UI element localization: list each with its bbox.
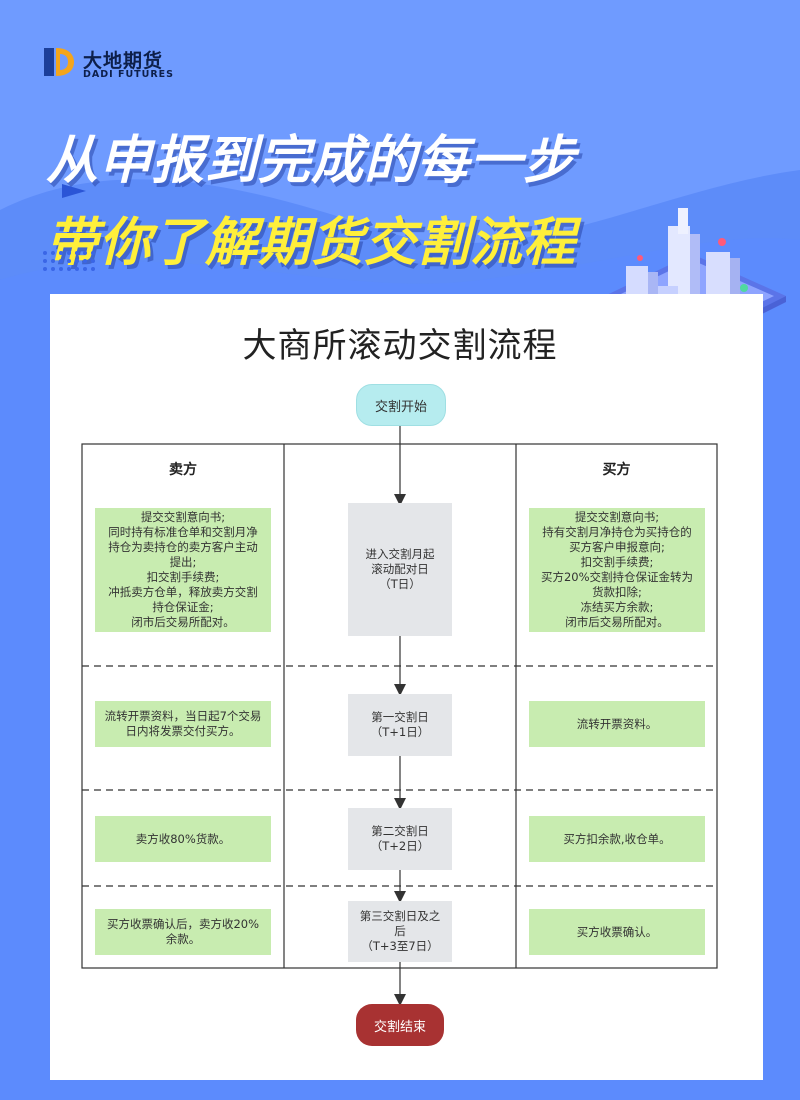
brand-name-en: DADI FUTURES: [83, 69, 175, 80]
center-step-3: 第二交割日 （T+2日）: [348, 808, 452, 870]
brand-name-cn: 大地期货: [83, 50, 164, 72]
headline-line-2: 带你了解期货交割流程: [46, 213, 577, 273]
buyer-step-4: 买方收票确认。: [529, 909, 705, 955]
seller-step-4: 买方收票确认后，卖方收20%余款。: [95, 909, 271, 955]
dot-grid-icon: [43, 251, 95, 271]
seller-step-2: 流转开票资料，当日起7个交易日内将发票交付买方。: [95, 701, 271, 747]
buyer-step-2: 流转开票资料。: [529, 701, 705, 747]
seller-column-header: 卖方: [169, 462, 197, 478]
seller-step-1: 提交交割意向书; 同时持有标准仓单和交割月净持仓为卖持仓的卖方客户主动提出; 扣…: [95, 508, 271, 632]
headline-line-1: 从申报到完成的每一步: [46, 131, 577, 191]
play-triangle-icon: [62, 184, 86, 198]
flow-end-node: 交割结束: [356, 1004, 444, 1046]
dadi-logo-icon: [44, 48, 74, 76]
buyer-column-header: 买方: [602, 462, 631, 478]
seller-step-3: 卖方收80%货款。: [95, 816, 271, 862]
flow-start-node: 交割开始: [356, 384, 446, 426]
center-step-4: 第三交割日及之后 （T+3至7日）: [348, 901, 452, 962]
center-step-2: 第一交割日 （T+1日）: [348, 694, 452, 756]
center-step-1: 进入交割月起 滚动配对日 （T日）: [348, 503, 452, 636]
buyer-step-3: 买方扣余款,收仓单。: [529, 816, 705, 862]
brand-logo: 大地期货 DADI FUTURES: [40, 44, 200, 84]
buyer-step-1: 提交交割意向书; 持有交割月净持仓为买持仓的买方客户申报意向; 扣交割手续费; …: [529, 508, 705, 632]
diagram-title: 大商所滚动交割流程: [242, 326, 558, 366]
